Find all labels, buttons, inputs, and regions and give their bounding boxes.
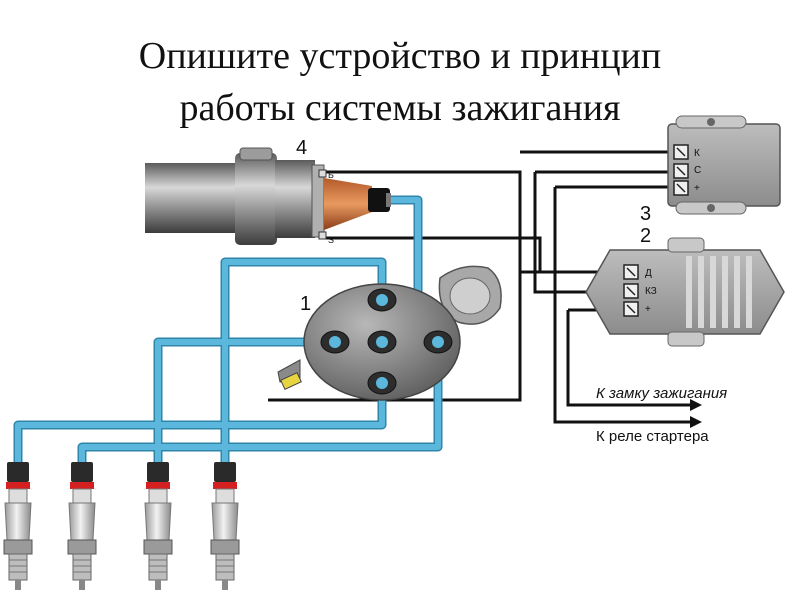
relay — [585, 237, 785, 347]
lv-wire-coil-bottom — [322, 236, 542, 272]
relay-number: 2 — [640, 225, 651, 247]
switch-terminal-k: К — [694, 148, 700, 159]
switch-terminal-c: С — [694, 165, 701, 176]
label-to-ignition-switch: К замку зажигания — [596, 385, 727, 402]
page-title: Опишите устройство и принцип работы сист… — [0, 30, 800, 134]
arrow-head-ignition — [690, 399, 702, 411]
ignition-coil — [145, 147, 391, 245]
spark-plug-2 — [67, 462, 97, 590]
distributor-number: 1 — [300, 293, 311, 315]
relay-terminal-d: Д — [645, 268, 652, 279]
coil-terminal-b: Б — [328, 170, 334, 180]
switch-module-number: 3 — [640, 203, 651, 225]
coil-terminal-s: S — [328, 235, 334, 245]
relay-terminal-kz: КЗ — [645, 286, 657, 297]
switch-terminal-plus: + — [694, 183, 700, 194]
switch-module — [667, 115, 781, 215]
lv-wire-plus-terminal — [553, 185, 690, 424]
title-line-2: работы системы зажигания — [179, 87, 621, 129]
arrow-head-starter — [690, 416, 702, 428]
relay-terminal-plus: + — [645, 304, 651, 315]
coil-number: 4 — [296, 137, 307, 159]
hv-wire-plug-2 — [79, 339, 441, 471]
spark-plug-3 — [143, 462, 173, 590]
spark-plug-4 — [210, 462, 240, 590]
coil-cap — [324, 178, 372, 230]
hv-wire-plug-4 — [222, 259, 385, 471]
spark-plug-1 — [3, 462, 33, 590]
distributor — [277, 265, 502, 401]
label-to-starter-relay: К реле стартера — [596, 428, 709, 445]
title-line-1: Опишите устройство и принцип — [138, 35, 662, 77]
hv-wire-plug-1 — [15, 380, 385, 471]
distributor-connector — [280, 372, 302, 390]
